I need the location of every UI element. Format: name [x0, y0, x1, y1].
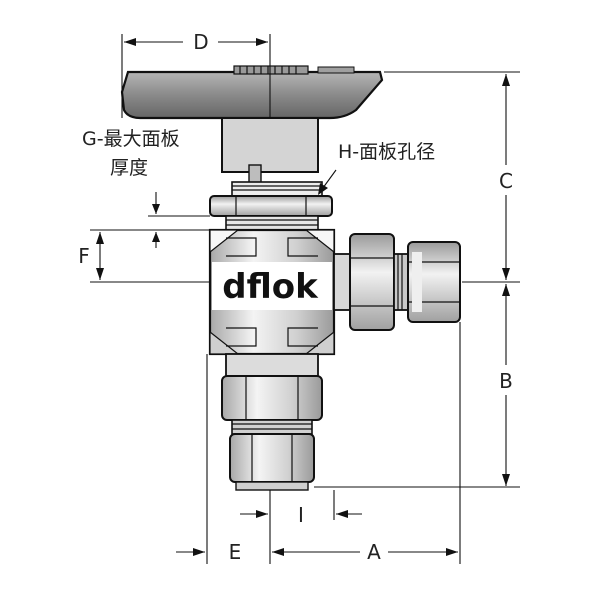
dimension-label-b: B [499, 369, 513, 393]
dimension-label-i: I [298, 503, 304, 527]
panel-nut [209, 181, 333, 231]
label-g-thickness: 厚度 [110, 157, 148, 179]
dimension-label-c: C [499, 169, 513, 193]
label-g-max-panel: G-最大面板 [82, 128, 180, 150]
label-h-panel-hole: H-面板孔径 [338, 141, 435, 163]
dimension-label-d: D [193, 30, 208, 54]
handle-knob [120, 65, 384, 120]
valve-stem [221, 117, 319, 188]
brand-logo-text: dflok [222, 267, 319, 307]
dimension-label-a: A [367, 540, 381, 564]
dimension-label-e: E [229, 540, 242, 564]
side-fitting [333, 233, 461, 331]
bottom-fitting [221, 353, 323, 491]
dimension-label-f: F [78, 244, 90, 268]
valve-body [208, 228, 336, 356]
dimension-lines [90, 34, 520, 564]
